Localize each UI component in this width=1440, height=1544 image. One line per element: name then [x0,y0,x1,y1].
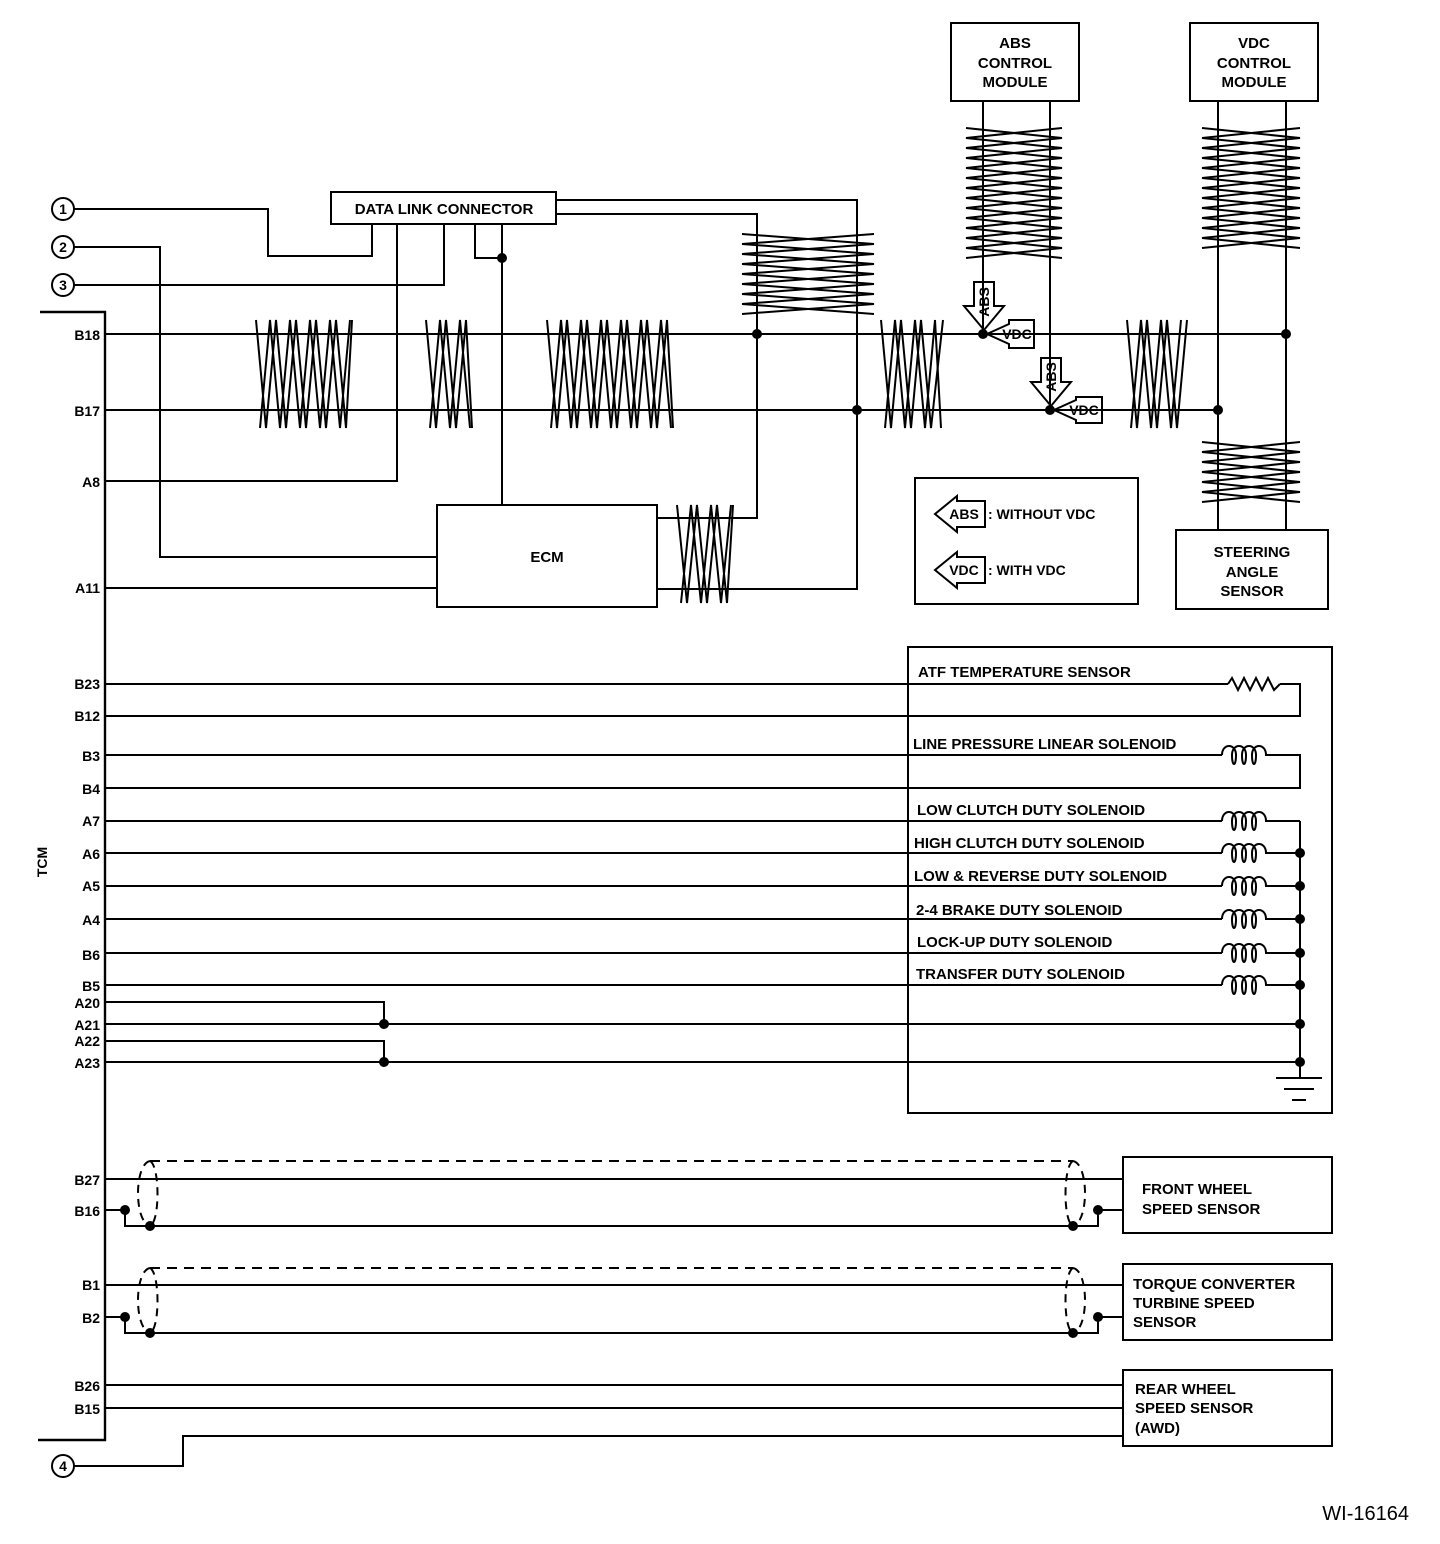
pin-label: A11 [75,580,100,596]
circle-ref-1: 1 [59,201,67,217]
rear-wheel-sensor-line: (AWD) [1135,1420,1180,1437]
component-label: LOW CLUTCH DUTY SOLENOID [917,802,1145,819]
pin-label: B15 [74,1401,100,1417]
pin-label: B16 [74,1203,100,1219]
vdc-module-line: CONTROL [1217,55,1291,72]
pin-label: B18 [74,327,100,343]
turbine-sensor-line: TURBINE SPEED [1133,1295,1255,1312]
transmission-box [907,646,1333,1114]
component-label: HIGH CLUTCH DUTY SOLENOID [914,835,1145,852]
data-link-connector-label: DATA LINK CONNECTOR [355,201,534,218]
component-label: TRANSFER DUTY SOLENOID [916,966,1125,983]
legend: ABS : WITHOUT VDC VDC : WITH VDC [914,477,1139,605]
pin-label: B1 [82,1277,100,1293]
front-wheel-dots [120,1205,1103,1231]
pin-label: B12 [74,708,100,724]
vdc-arrow-tag-1: VDC [984,319,1035,349]
abs-module-line: ABS [999,35,1031,52]
circle-ref-4: 4 [59,1458,67,1474]
front-wheel-sensor-wiring [105,1160,1123,1227]
pin-label: A22 [74,1033,100,1049]
steering-sensor-line: STEERING [1214,544,1291,561]
circle-ref-2: 2 [59,239,67,255]
rear-wheel-sensor-wiring [74,1384,1123,1467]
twisted-pairs [255,127,1301,604]
resistor-symbol [1227,675,1281,693]
pin-label: B23 [74,676,100,692]
pin-label: B4 [82,781,100,797]
steering-sensor-line: SENSOR [1220,583,1284,600]
turbine-speed-sensor: TORQUE CONVERTER TURBINE SPEED SENSOR [1122,1263,1333,1341]
vdc-module-line: MODULE [1222,74,1287,91]
component-label: LOCK-UP DUTY SOLENOID [917,934,1112,951]
abs-arrow-label: ABS [1043,362,1059,392]
pin-label: A4 [82,912,100,928]
pin-label: B3 [82,748,100,764]
pin-label: A6 [82,846,100,862]
pin-label: B27 [74,1172,100,1188]
upper-junctions [497,253,1291,415]
transmission-junctions [379,848,1305,1067]
vdc-module-line: VDC [1238,35,1270,52]
pin-label: A20 [74,995,100,1011]
rear-wheel-sensor-line: REAR WHEEL [1135,1381,1236,1398]
legend-abs-text: : WITHOUT VDC [988,506,1095,522]
steering-sensor-line: ANGLE [1226,564,1279,581]
pin-label: B26 [74,1378,100,1394]
ecm-box: ECM [436,504,658,608]
data-link-connector-box: DATA LINK CONNECTOR [330,191,557,225]
front-wheel-sensor-line: SPEED SENSOR [1142,1201,1261,1218]
abs-arrow-label: ABS [976,287,992,317]
front-wheel-sensor-line: FRONT WHEEL [1142,1181,1252,1198]
rear-wheel-sensor-line: SPEED SENSOR [1135,1400,1254,1417]
tcm-label: TCM [34,847,50,877]
turbine-sensor-line: TORQUE CONVERTER [1133,1276,1295,1293]
pin-label: A23 [74,1055,100,1071]
turbine-sensor-wiring [105,1267,1123,1334]
ecm-label: ECM [530,549,563,566]
legend-vdc-text: : WITH VDC [988,562,1066,578]
turbine-dots [120,1312,1103,1338]
solenoid-coils [1221,745,1280,995]
vdc-arrow-label: VDC [1002,326,1032,342]
abs-control-module: ABS CONTROL MODULE [950,22,1080,102]
front-wheel-speed-sensor: FRONT WHEEL SPEED SENSOR [1122,1156,1333,1234]
transmission-labels: ATF TEMPERATURE SENSOR LINE PRESSURE LIN… [913,664,1177,983]
pin-label: B17 [74,403,100,419]
vdc-arrow-label: VDC [1069,402,1099,418]
pin-label: A21 [74,1017,100,1033]
steering-angle-sensor: STEERING ANGLE SENSOR [1175,529,1329,610]
component-label: 2-4 BRAKE DUTY SOLENOID [916,902,1123,919]
legend-abs-tag: ABS [949,506,979,522]
circle-ref-3: 3 [59,277,67,293]
abs-module-line: CONTROL [978,55,1052,72]
pin-label: A7 [82,813,100,829]
turbine-sensor-line: SENSOR [1133,1314,1197,1331]
vdc-arrow-tag-2: VDC [1051,396,1103,424]
pin-label: B6 [82,947,100,963]
pin-label: A5 [82,878,100,894]
legend-vdc-tag: VDC [949,562,979,578]
circle-refs: 1 2 3 4 [51,197,75,1478]
upper-wiring [74,102,1287,590]
figure-id: WI-16164 [1322,1503,1409,1525]
abs-module-line: MODULE [983,74,1048,91]
tcm-bracket: TCM [34,310,107,1442]
abs-arrow-tag-2: ABS [1028,357,1074,408]
pin-label: A8 [82,474,100,490]
abs-arrow-tag-1: ABS [961,281,1007,332]
pin-label: B5 [82,978,100,994]
rear-wheel-speed-sensor: REAR WHEEL SPEED SENSOR (AWD) [1122,1369,1333,1447]
pin-labels: B18 B17 A8 A11 B23 B12 B3 B4 A7 A6 A5 A4… [74,327,100,1417]
component-label: ATF TEMPERATURE SENSOR [918,664,1131,681]
component-label: LOW & REVERSE DUTY SOLENOID [914,868,1167,885]
pin-label: B2 [82,1310,100,1326]
vdc-control-module: VDC CONTROL MODULE [1189,22,1319,102]
component-label: LINE PRESSURE LINEAR SOLENOID [913,736,1177,753]
